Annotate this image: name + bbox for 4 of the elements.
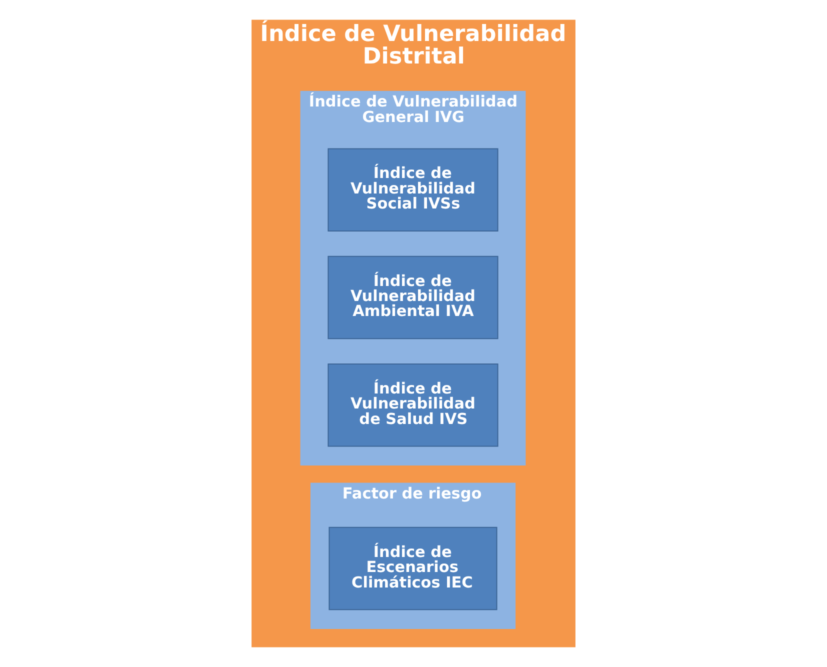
node-box: Índice de Escenarios Climáticos IEC	[328, 526, 498, 610]
node-box: Índice de Vulnerabilidad de Salud IVS	[328, 363, 498, 447]
node-box: Índice de Vulnerabilidad Ambiental IVA	[328, 256, 498, 340]
node-box: Índice de Vulnerabilidad Social IVSs	[328, 148, 498, 232]
